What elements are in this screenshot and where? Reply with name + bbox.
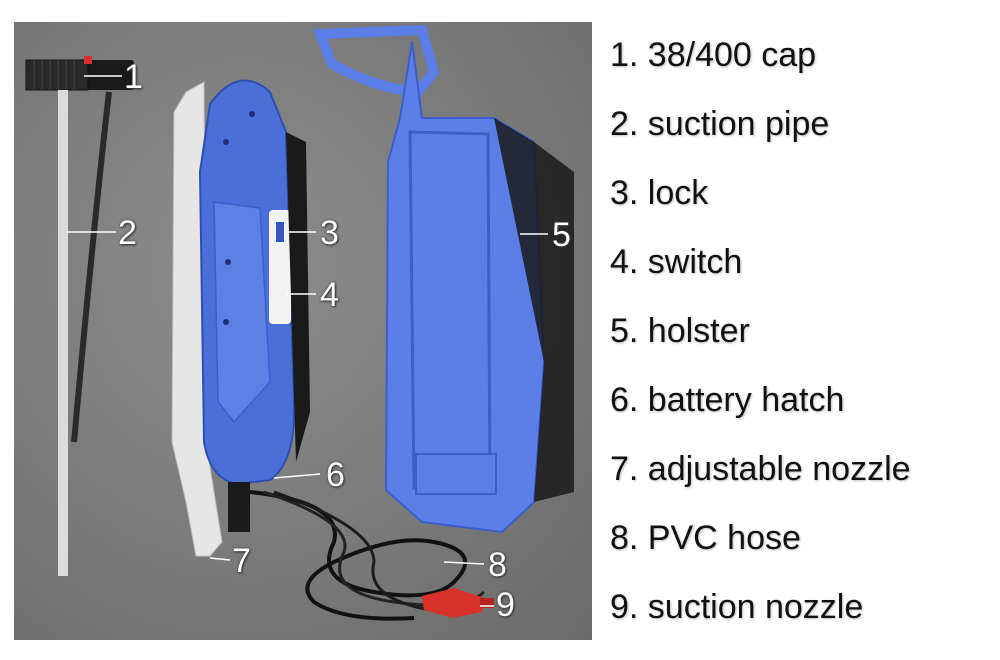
suction-nozzle-part <box>422 588 494 618</box>
callout-label: 7 <box>232 542 251 580</box>
sprayer-illustration <box>25 24 574 621</box>
product-photo: 1 2 3 4 5 6 7 8 9 <box>14 22 592 640</box>
legend-item: 5. holster <box>610 312 750 350</box>
legend-item: 1. 38/400 cap <box>610 36 817 74</box>
callout-label: 9 <box>496 586 515 624</box>
callout-label: 8 <box>488 546 507 584</box>
legend-item: 2. suction pipe <box>610 105 830 143</box>
parts-legend: 1. 38/400 cap 2. suction pipe 3. lock 4.… <box>610 28 990 649</box>
legend-item: 6. battery hatch <box>610 381 845 419</box>
callout-label: 5 <box>552 216 571 254</box>
callout-label: 1 <box>124 58 143 96</box>
callout-label: 3 <box>320 214 339 252</box>
callout-label: 6 <box>326 456 345 494</box>
callout-label: 4 <box>320 276 339 314</box>
holster-part <box>312 24 574 534</box>
callout-label: 2 <box>118 214 137 252</box>
legend-item: 7. adjustable nozzle <box>610 450 911 488</box>
legend-item: 9. suction nozzle <box>610 588 864 626</box>
legend-item: 8. PVC hose <box>610 519 801 557</box>
cap-part <box>25 56 134 91</box>
legend-item: 4. switch <box>610 243 743 281</box>
callout-leaders <box>66 75 548 607</box>
sprayer-body-part <box>198 79 310 486</box>
legend-item: 3. lock <box>610 174 709 212</box>
suction-pipe-part <box>58 90 112 576</box>
